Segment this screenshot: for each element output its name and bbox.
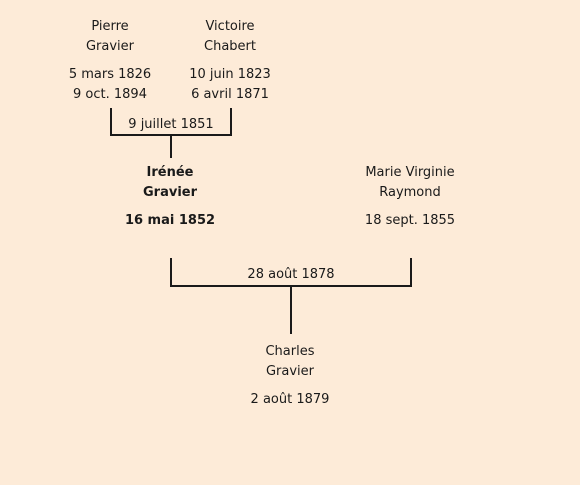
person-name-last: Gravier — [265, 364, 315, 379]
person-name-first: Marie Virginie — [365, 165, 455, 180]
person-name-last: Gravier — [85, 39, 135, 54]
person-death-date: 9 oct. 1894 — [73, 87, 147, 102]
person-name-last: Raymond — [379, 185, 441, 200]
person-death-date: 6 avril 1871 — [191, 87, 269, 102]
person-birth-date: 5 mars 1826 — [68, 67, 152, 82]
person-birth-date: 18 sept. 1855 — [364, 213, 456, 228]
person-name-last: Chabert — [204, 39, 256, 54]
connector-line — [110, 134, 232, 136]
person-name-last: Gravier — [142, 185, 197, 200]
connector-line — [170, 136, 172, 158]
connector-line — [110, 108, 112, 136]
person-name-first: Victoire — [205, 19, 255, 34]
connector-line — [410, 258, 412, 287]
connector-line — [230, 108, 232, 136]
person-name-first: Charles — [265, 344, 315, 359]
person-name-first: Irénée — [146, 165, 194, 180]
person-birth-date: 2 août 1879 — [250, 392, 330, 407]
connector-line — [290, 287, 292, 334]
person-name-first: Pierre — [91, 19, 129, 34]
marriage-date: 9 juillet 1851 — [128, 117, 214, 132]
connector-line — [170, 285, 412, 287]
person-birth-date: 16 mai 1852 — [124, 213, 216, 228]
marriage-date: 28 août 1878 — [247, 267, 335, 282]
person-birth-date: 10 juin 1823 — [189, 67, 271, 82]
connector-line — [170, 258, 172, 287]
